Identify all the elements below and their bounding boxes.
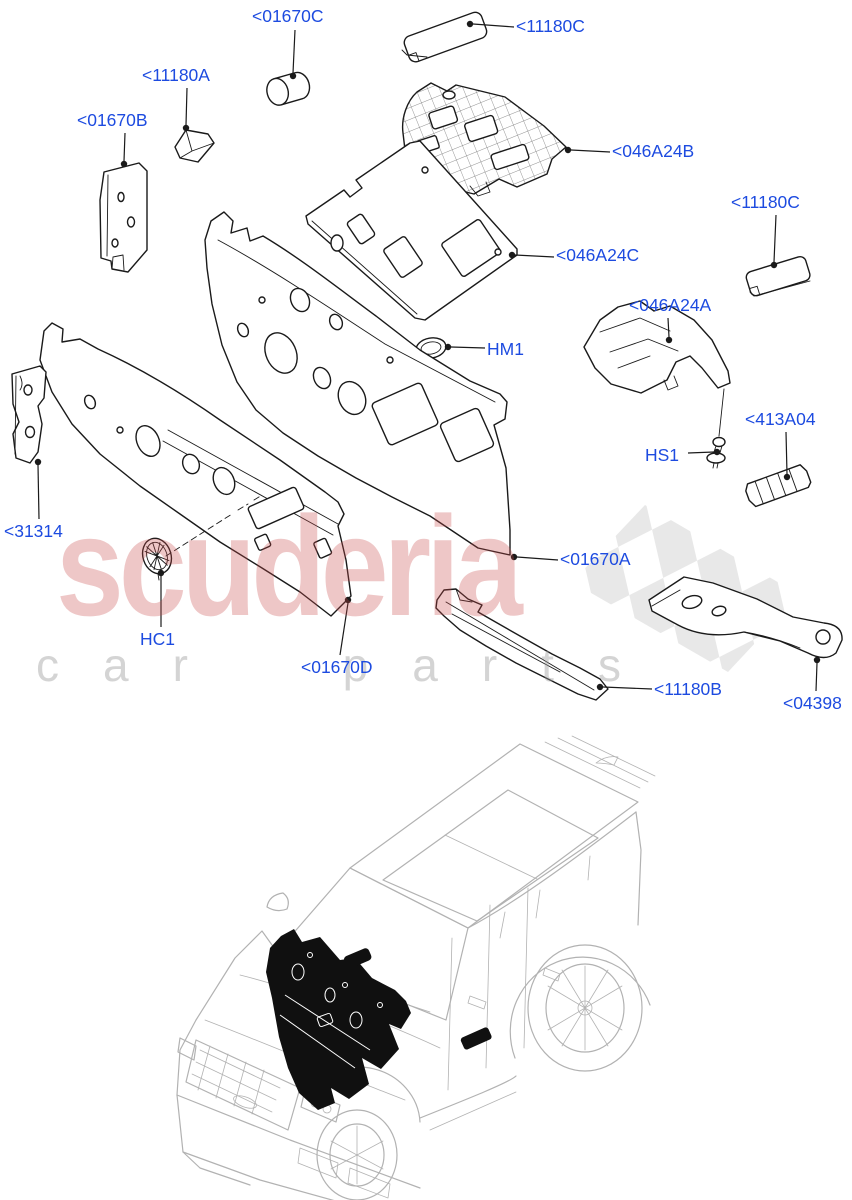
part-label-046A24A[interactable]: <046A24A — [629, 295, 712, 315]
part-drawing-046A24A-shield — [583, 300, 731, 437]
part-label-413A04[interactable]: <413A04 — [745, 409, 816, 429]
part-label-HC1[interactable]: HC1 — [140, 629, 176, 649]
highlighted-sill-pad — [460, 1027, 492, 1050]
part-label-11180A[interactable]: <11180A — [142, 65, 210, 85]
highlighted-hood-pad — [343, 948, 372, 969]
part-label-11180C-top[interactable]: <11180C — [516, 16, 585, 36]
part-drawing-dash-insulator-front — [39, 322, 352, 617]
part-label-046A24B[interactable]: <046A24B — [612, 141, 695, 161]
part-label-01670B[interactable]: <01670B — [77, 110, 148, 130]
part-drawing-11180B-strip — [435, 588, 609, 701]
part-drawing-dash-insulator-rear — [204, 211, 511, 556]
part-label-01670A[interactable]: <01670A — [560, 549, 631, 569]
part-drawing-11180C-top-pad — [401, 11, 488, 63]
part-label-04398[interactable]: <04398 — [783, 693, 842, 713]
part-drawing-413A04-strip — [745, 464, 812, 508]
leader-lines — [34, 20, 821, 692]
highlighted-dash-insulation — [266, 929, 411, 1110]
part-drawing-31314-bracket — [11, 365, 47, 464]
parts-artwork — [11, 11, 843, 701]
part-label-HS1[interactable]: HS1 — [645, 445, 680, 465]
part-label-01670D[interactable]: <01670D — [301, 657, 373, 677]
part-label-046A24C[interactable]: <046A24C — [556, 245, 640, 265]
part-drawing-01670C-plug — [266, 71, 311, 106]
part-label-HM1[interactable]: HM1 — [487, 339, 524, 359]
vehicle-illustration — [176, 735, 656, 1200]
part-label-11180B[interactable]: <11180B — [654, 679, 722, 699]
part-drawing-11180C-right-pad — [745, 255, 811, 297]
part-label-31314[interactable]: <31314 — [4, 521, 63, 541]
part-drawing-11180A-pad — [174, 129, 215, 163]
part-drawing-01670B-panel — [99, 162, 148, 273]
part-drawing-04398-bracket — [648, 576, 843, 659]
part-drawing-046A24C-panel — [305, 140, 518, 321]
part-label-11180C-right[interactable]: <11180C — [731, 192, 800, 212]
part-label-01670C[interactable]: <01670C — [252, 6, 324, 26]
